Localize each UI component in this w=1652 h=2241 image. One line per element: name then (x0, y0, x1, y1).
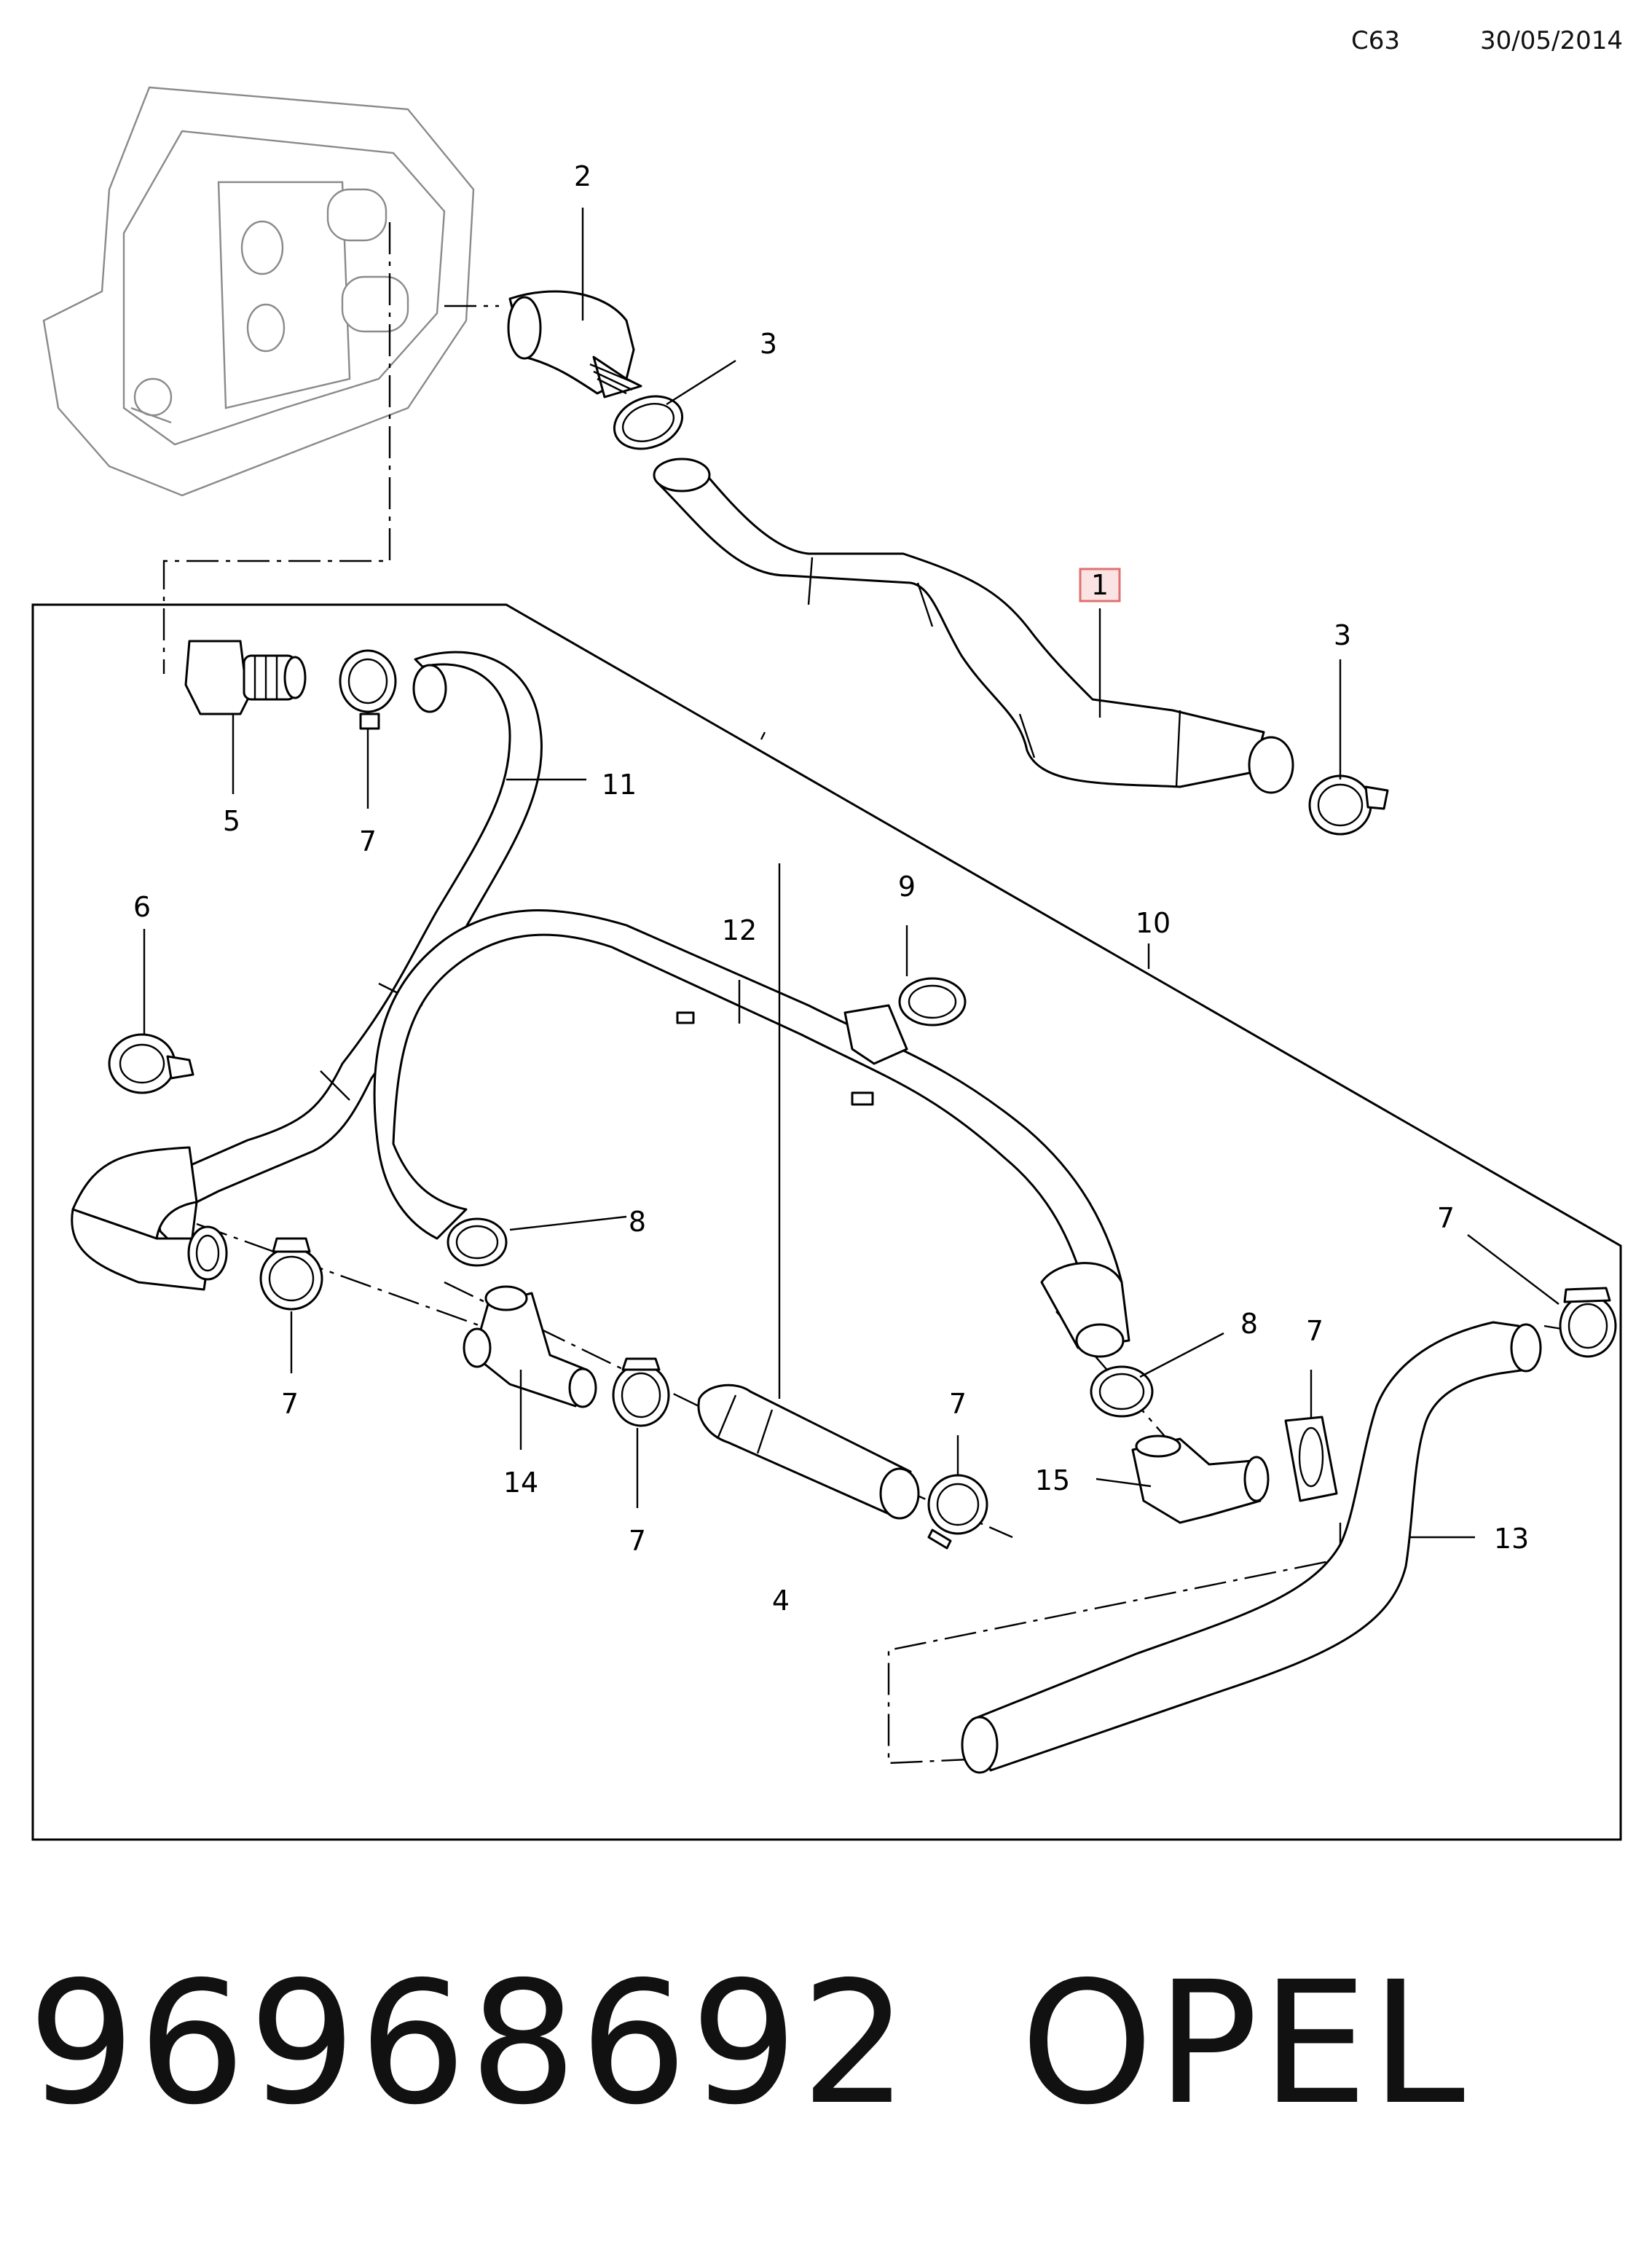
callout-14[interactable]: 14 (503, 1467, 538, 1499)
callout-7-e[interactable]: 7 (1306, 1315, 1323, 1347)
connector-2 (507, 290, 642, 399)
clamp-3-right (1308, 774, 1389, 836)
callout-13[interactable]: 13 (1494, 1523, 1529, 1555)
sleeve-4 (697, 1384, 920, 1520)
callout-1-highlight (1079, 568, 1121, 603)
leader-lines (143, 208, 1559, 1539)
clamp-8-b (1090, 1365, 1154, 1418)
callout-8-a[interactable]: 8 (629, 1206, 646, 1238)
callout-9[interactable]: 9 (898, 871, 916, 903)
clamp-7-f (1559, 1287, 1617, 1358)
callout-10[interactable]: 10 (1136, 907, 1171, 939)
clamp-7-b (259, 1237, 323, 1311)
hose-12 (373, 909, 1130, 1358)
engine-housing (42, 86, 475, 497)
callout-11[interactable]: 11 (602, 769, 637, 801)
callout-12[interactable]: 12 (722, 914, 757, 946)
clamp-7-c (612, 1357, 670, 1427)
callout-4[interactable]: 4 (772, 1585, 790, 1617)
clip-9 (843, 977, 967, 1065)
callout-7-b[interactable]: 7 (281, 1388, 299, 1420)
diagram-date: 30/05/2014 (1480, 26, 1623, 55)
callout-6[interactable]: 6 (133, 891, 151, 923)
hose-1 (653, 458, 1294, 794)
clamp-8-a (447, 1217, 508, 1267)
callout-7-d[interactable]: 7 (949, 1388, 967, 1420)
part-footer: 96968692 OPEL (28, 1945, 1468, 2142)
callout-7-a[interactable]: 7 (359, 825, 377, 857)
connector-5 (184, 640, 307, 715)
clamp-7-a (339, 649, 397, 730)
tee-14 (463, 1285, 597, 1408)
hose-13 (961, 1321, 1542, 1774)
callout-8-b[interactable]: 8 (1240, 1308, 1258, 1340)
hose-11 (71, 651, 543, 1291)
diagram-code: C63 (1351, 26, 1401, 55)
fitting-6 (108, 1033, 194, 1094)
callout-3-right[interactable]: 3 (1334, 619, 1351, 651)
parts-diagram: 1 2 3 3 4 5 6 7 7 7 7 7 7 8 8 9 10 11 12… (31, 86, 1622, 1841)
callout-3-top[interactable]: 3 (760, 328, 777, 360)
callout-2[interactable]: 2 (574, 160, 591, 192)
clamp-3-top (613, 395, 684, 450)
callout-7-f[interactable]: 7 (1437, 1202, 1455, 1234)
part-number: 96968692 (28, 1945, 911, 2142)
callout-15[interactable]: 15 (1035, 1464, 1070, 1496)
brand-name: OPEL (1020, 1945, 1468, 2142)
clamp-7-e (1284, 1416, 1338, 1502)
elbow-15 (1131, 1435, 1270, 1524)
kit-frame (31, 603, 1622, 1841)
callout-7-c[interactable]: 7 (629, 1525, 646, 1557)
callout-5[interactable]: 5 (223, 805, 240, 837)
callout-1[interactable]: 1 (1091, 569, 1109, 601)
clamp-7-d (927, 1474, 988, 1550)
